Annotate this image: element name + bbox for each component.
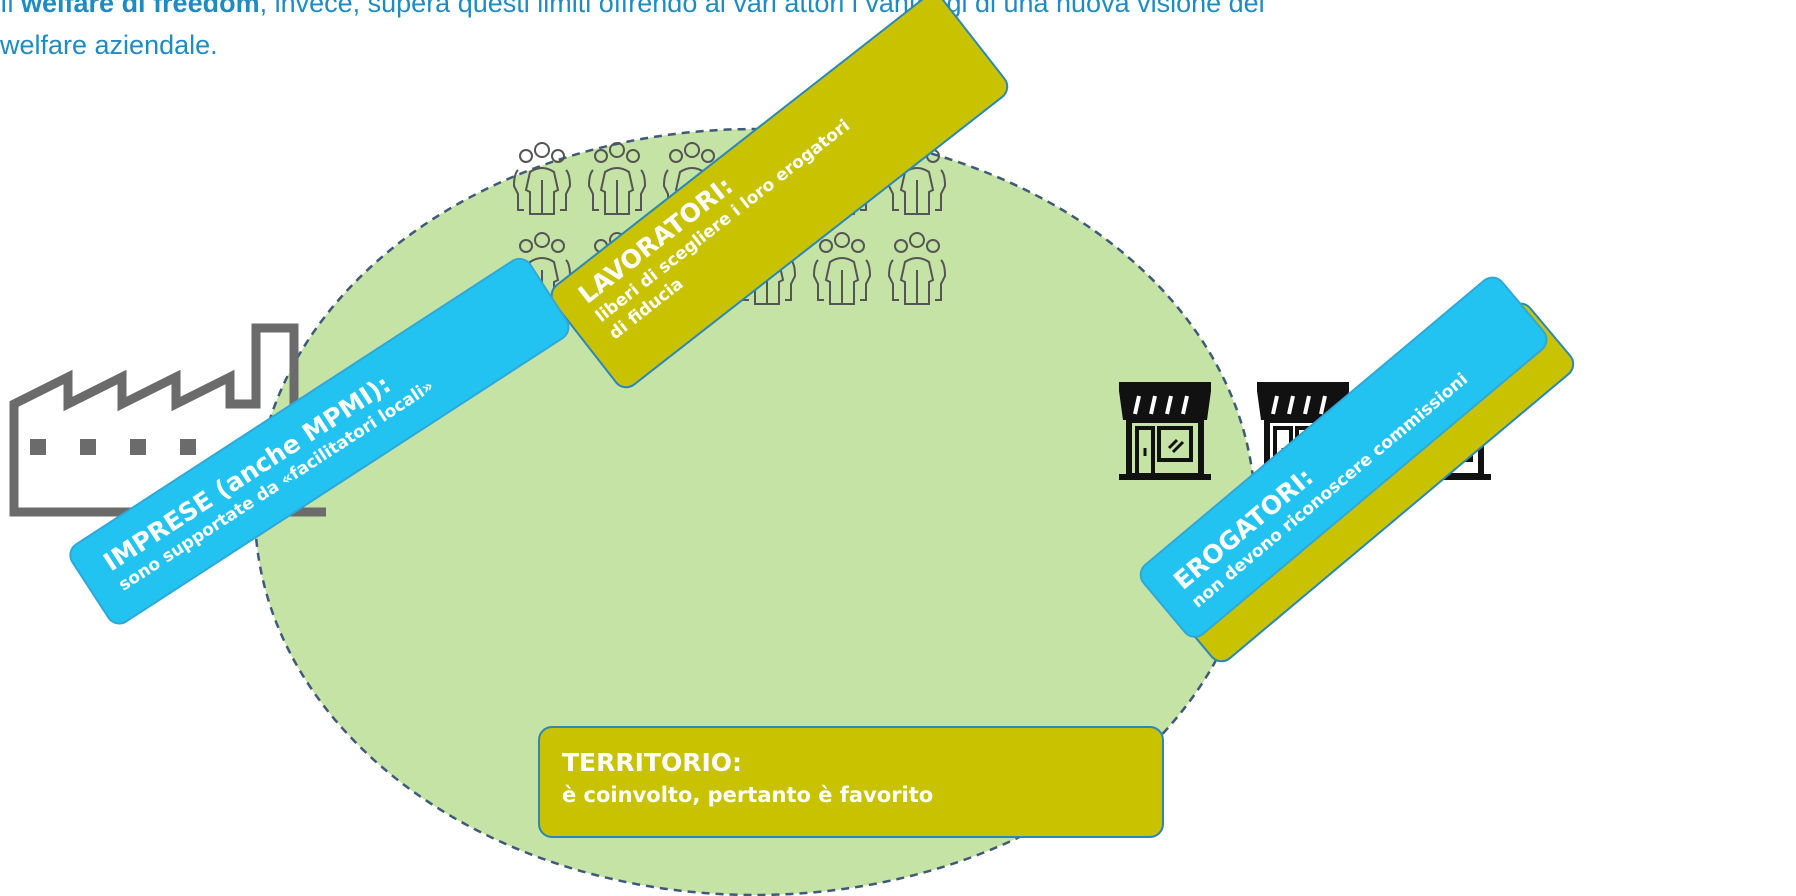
intro-paragraph: Il welfare di freedom, invece, supera qu… <box>0 0 1600 66</box>
intro-prefix: Il <box>0 0 22 18</box>
intro-line-1: Il welfare di freedom, invece, supera qu… <box>0 0 1600 24</box>
territorio-card: TERRITORIO: è coinvolto, pertanto è favo… <box>538 726 1164 838</box>
territorio-desc: è coinvolto, pertanto è favorito <box>562 783 934 807</box>
intro-suffix: , invece, supera questi limiti offrendo … <box>259 0 1265 18</box>
intro-highlight: welfare di freedom <box>21 0 260 18</box>
territorio-title: TERRITORIO: <box>562 748 743 777</box>
intro-line-2: welfare aziendale. <box>0 30 218 60</box>
